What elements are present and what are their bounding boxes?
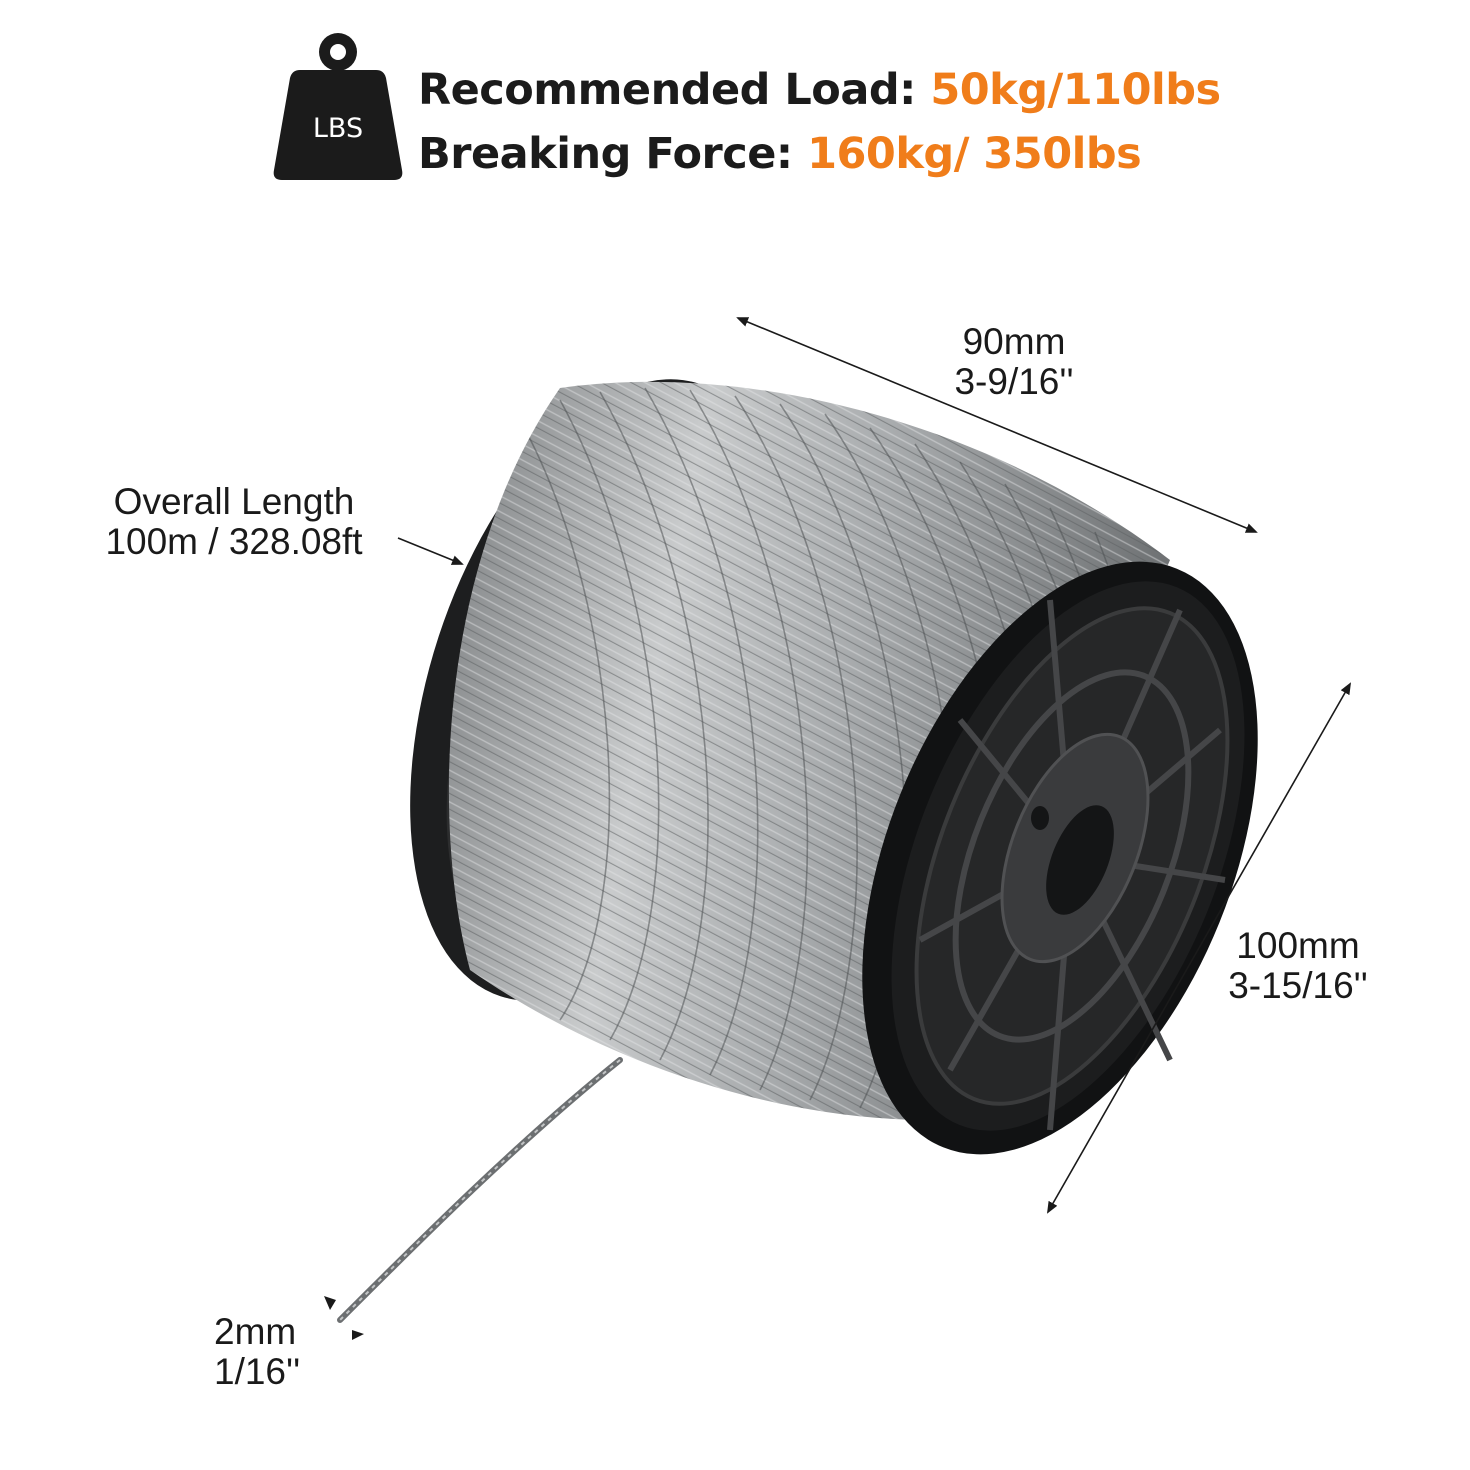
- diameter-dimension-label: 100mm 3-15/16'': [1218, 926, 1378, 1006]
- breaking-force-label: Breaking Force:: [418, 129, 793, 179]
- width-imperial: 3-9/16'': [954, 361, 1074, 402]
- spec-header: LBS Recommended Load: 50kg/110lbs Breaki…: [272, 30, 1272, 190]
- length-dimension-label: Overall Length 100m / 328.08ft: [94, 482, 374, 562]
- recommended-load-label: Recommended Load:: [418, 65, 916, 115]
- length-value: 100m / 328.08ft: [105, 521, 363, 562]
- length-title: Overall Length: [113, 481, 355, 522]
- wire-dimension-label: 2mm 1/16'': [214, 1312, 354, 1392]
- width-arrow: [736, 317, 1258, 533]
- wire-metric: 2mm: [214, 1311, 297, 1352]
- diameter-imperial: 3-15/16'': [1228, 965, 1368, 1006]
- wire-gauge-arrows: [324, 1296, 364, 1340]
- diameter-metric: 100mm: [1236, 925, 1360, 966]
- breaking-force-value: 160kg/ 350lbs: [807, 129, 1142, 179]
- recommended-load: Recommended Load: 50kg/110lbs: [418, 58, 1221, 122]
- length-pointer-arrow: [397, 537, 464, 565]
- weight-icon: LBS: [273, 33, 403, 180]
- breaking-force: Breaking Force: 160kg/ 350lbs: [418, 122, 1221, 186]
- weight-icon-text: LBS: [313, 113, 363, 144]
- recommended-load-value: 50kg/110lbs: [930, 65, 1221, 115]
- cable-end: [337, 1057, 623, 1323]
- diameter-arrow: [1047, 682, 1351, 1214]
- width-metric: 90mm: [962, 321, 1066, 362]
- spec-lines: Recommended Load: 50kg/110lbs Breaking F…: [418, 58, 1221, 186]
- wire-imperial: 1/16'': [214, 1351, 301, 1392]
- width-dimension-label: 90mm 3-9/16'': [944, 322, 1084, 402]
